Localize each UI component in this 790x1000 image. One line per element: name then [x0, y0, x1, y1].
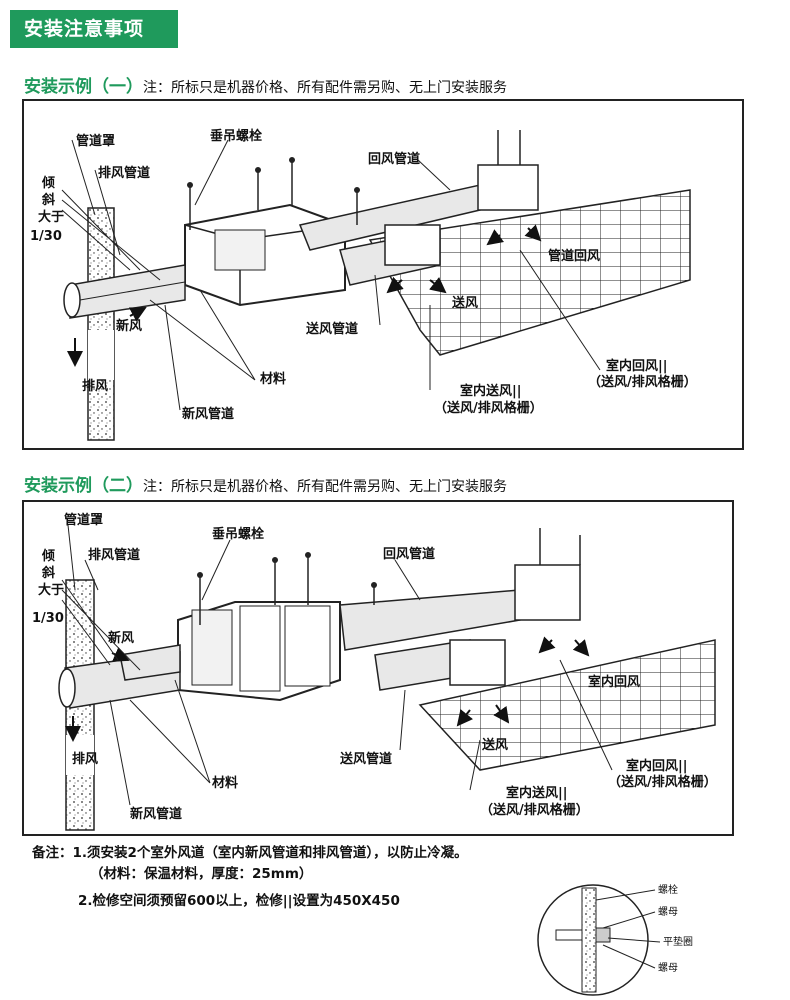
detail-label-nut-top: 螺母 [658, 906, 678, 918]
ex2-label-exhaust-duct: 排风管道 [88, 547, 140, 563]
ex2-label-tilt-4: 1/30 [32, 611, 64, 626]
example-1-diagram: 管道罩 倾 斜 大于 1/30 排风管道 垂吊螺栓 回风管道 管道回风 送风 送… [30, 128, 697, 441]
ex1-label-hanging-bolt: 垂吊螺栓 [210, 128, 262, 144]
ex1-label-indoor-supply-1: 室内送风|| [460, 383, 522, 399]
ex1-label-indoor-return-2: （送风/排风格栅） [588, 374, 697, 390]
ex2-label-supply-air: 送风 [481, 737, 508, 753]
ex2-label-tilt-3: 大于 [38, 582, 64, 598]
ex2-label-hanging-bolt: 垂吊螺栓 [212, 526, 264, 542]
ceiling-grid-2 [418, 639, 716, 771]
ex2-label-tilt-2: 斜 [41, 565, 55, 581]
ex1-label-material: 材料 [260, 371, 286, 387]
outer-wall [87, 207, 115, 441]
ex2-label-indoor-return: 室内回风 [588, 674, 640, 690]
ex1-label-fresh-duct: 新风管道 [182, 406, 234, 422]
detail-label-nut-bottom: 螺母 [658, 962, 678, 974]
ex2-label-indoor-supply-1: 室内送风|| [506, 785, 568, 801]
ex2-label-duct-cover: 管道罩 [64, 512, 103, 528]
ex1-label-return-duct: 回风管道 [368, 151, 420, 167]
ex2-label-return-duct: 回风管道 [383, 546, 435, 562]
ex2-label-tilt-1: 倾 [41, 548, 55, 564]
ex2-label-indoor-return-2: （送风/排风格栅） [608, 774, 717, 790]
ex1-label-indoor-return-1: 室内回风|| [606, 358, 668, 374]
ex2-label-fresh-duct: 新风管道 [130, 806, 182, 822]
ex1-label-exhaust: 排风 [82, 378, 108, 394]
example-1-title: 安装示例（一） [24, 77, 143, 97]
example-2-title-row: 安装示例（二）注：所标只是机器价格、所有配件需另购、无上门安装服务 [24, 471, 507, 496]
ex1-label-duct-return: 管道回风 [548, 248, 600, 264]
ex1-label-tilt-2: 斜 [41, 192, 55, 208]
example-1-title-row: 安装示例（一）注：所标只是机器价格、所有配件需另购、无上门安装服务 [24, 72, 507, 97]
example-2-note: 注：所标只是机器价格、所有配件需另购、无上门安装服务 [143, 479, 507, 495]
ex1-label-indoor-supply-2: （送风/排风格栅） [434, 400, 543, 416]
example-2-diagram: 管道罩 倾 斜 大于 1/30 排风管道 垂吊螺栓 回风管道 新风 室内回风 送… [32, 512, 717, 831]
ex2-label-indoor-supply-2: （送风/排风格栅） [480, 802, 589, 818]
detail-label-washer: 平垫圈 [663, 935, 693, 948]
ex2-label-fresh-air: 新风 [108, 630, 134, 646]
ex2-label-indoor-return-1: 室内回风|| [626, 758, 688, 774]
ex1-label-tilt-1: 倾 [41, 175, 55, 191]
example-1-note: 注：所标只是机器价格、所有配件需另购、无上门安装服务 [143, 80, 507, 96]
example-2-title: 安装示例（二） [24, 476, 143, 496]
ex1-label-tilt-4: 1/30 [30, 229, 62, 244]
installation-notes: 备注：1.须安装2个室外风道（室内新风管道和排风管道），以防止冷凝。 （材料：保… [32, 843, 468, 912]
note-line-2: （材料：保温材料，厚度：25mm） [90, 866, 313, 882]
detail-label-bolt: 螺栓 [658, 883, 678, 896]
ex1-label-exhaust-duct: 排风管道 [98, 165, 150, 181]
ex1-label-supply-duct: 送风管道 [305, 321, 358, 337]
ex2-label-exhaust: 排风 [72, 751, 98, 767]
bolt-detail: 螺栓 螺母 平垫圈 螺母 [537, 883, 693, 996]
ex1-label-supply-air: 送风 [451, 295, 478, 311]
section-header: 安装注意事项 [10, 10, 178, 48]
ex1-label-duct-cover: 管道罩 [76, 133, 115, 149]
ex2-label-supply-duct: 送风管道 [339, 751, 392, 767]
ex1-label-fresh-air: 新风 [116, 318, 142, 334]
ex2-label-material: 材料 [212, 775, 238, 791]
note-line-1: 备注：1.须安装2个室外风道（室内新风管道和排风管道），以防止冷凝。 [32, 845, 468, 861]
ex1-label-tilt-3: 大于 [38, 209, 64, 225]
note-line-3: 2.检修空间须预留600以上，检修||设置为450X450 [78, 893, 400, 909]
